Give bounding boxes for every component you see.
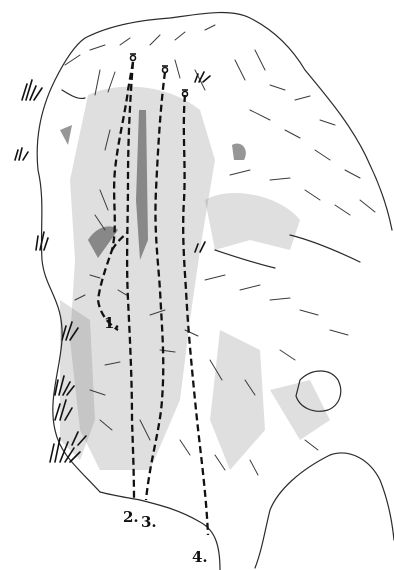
anchor-icon xyxy=(130,54,136,61)
route-label-2: 2. xyxy=(123,508,139,526)
route-label-1: 1. xyxy=(104,314,120,332)
route-label-4: 4. xyxy=(192,548,208,566)
anchor-icon xyxy=(162,66,168,73)
route-label-3: 3. xyxy=(141,513,157,531)
rock-shading xyxy=(60,87,330,470)
